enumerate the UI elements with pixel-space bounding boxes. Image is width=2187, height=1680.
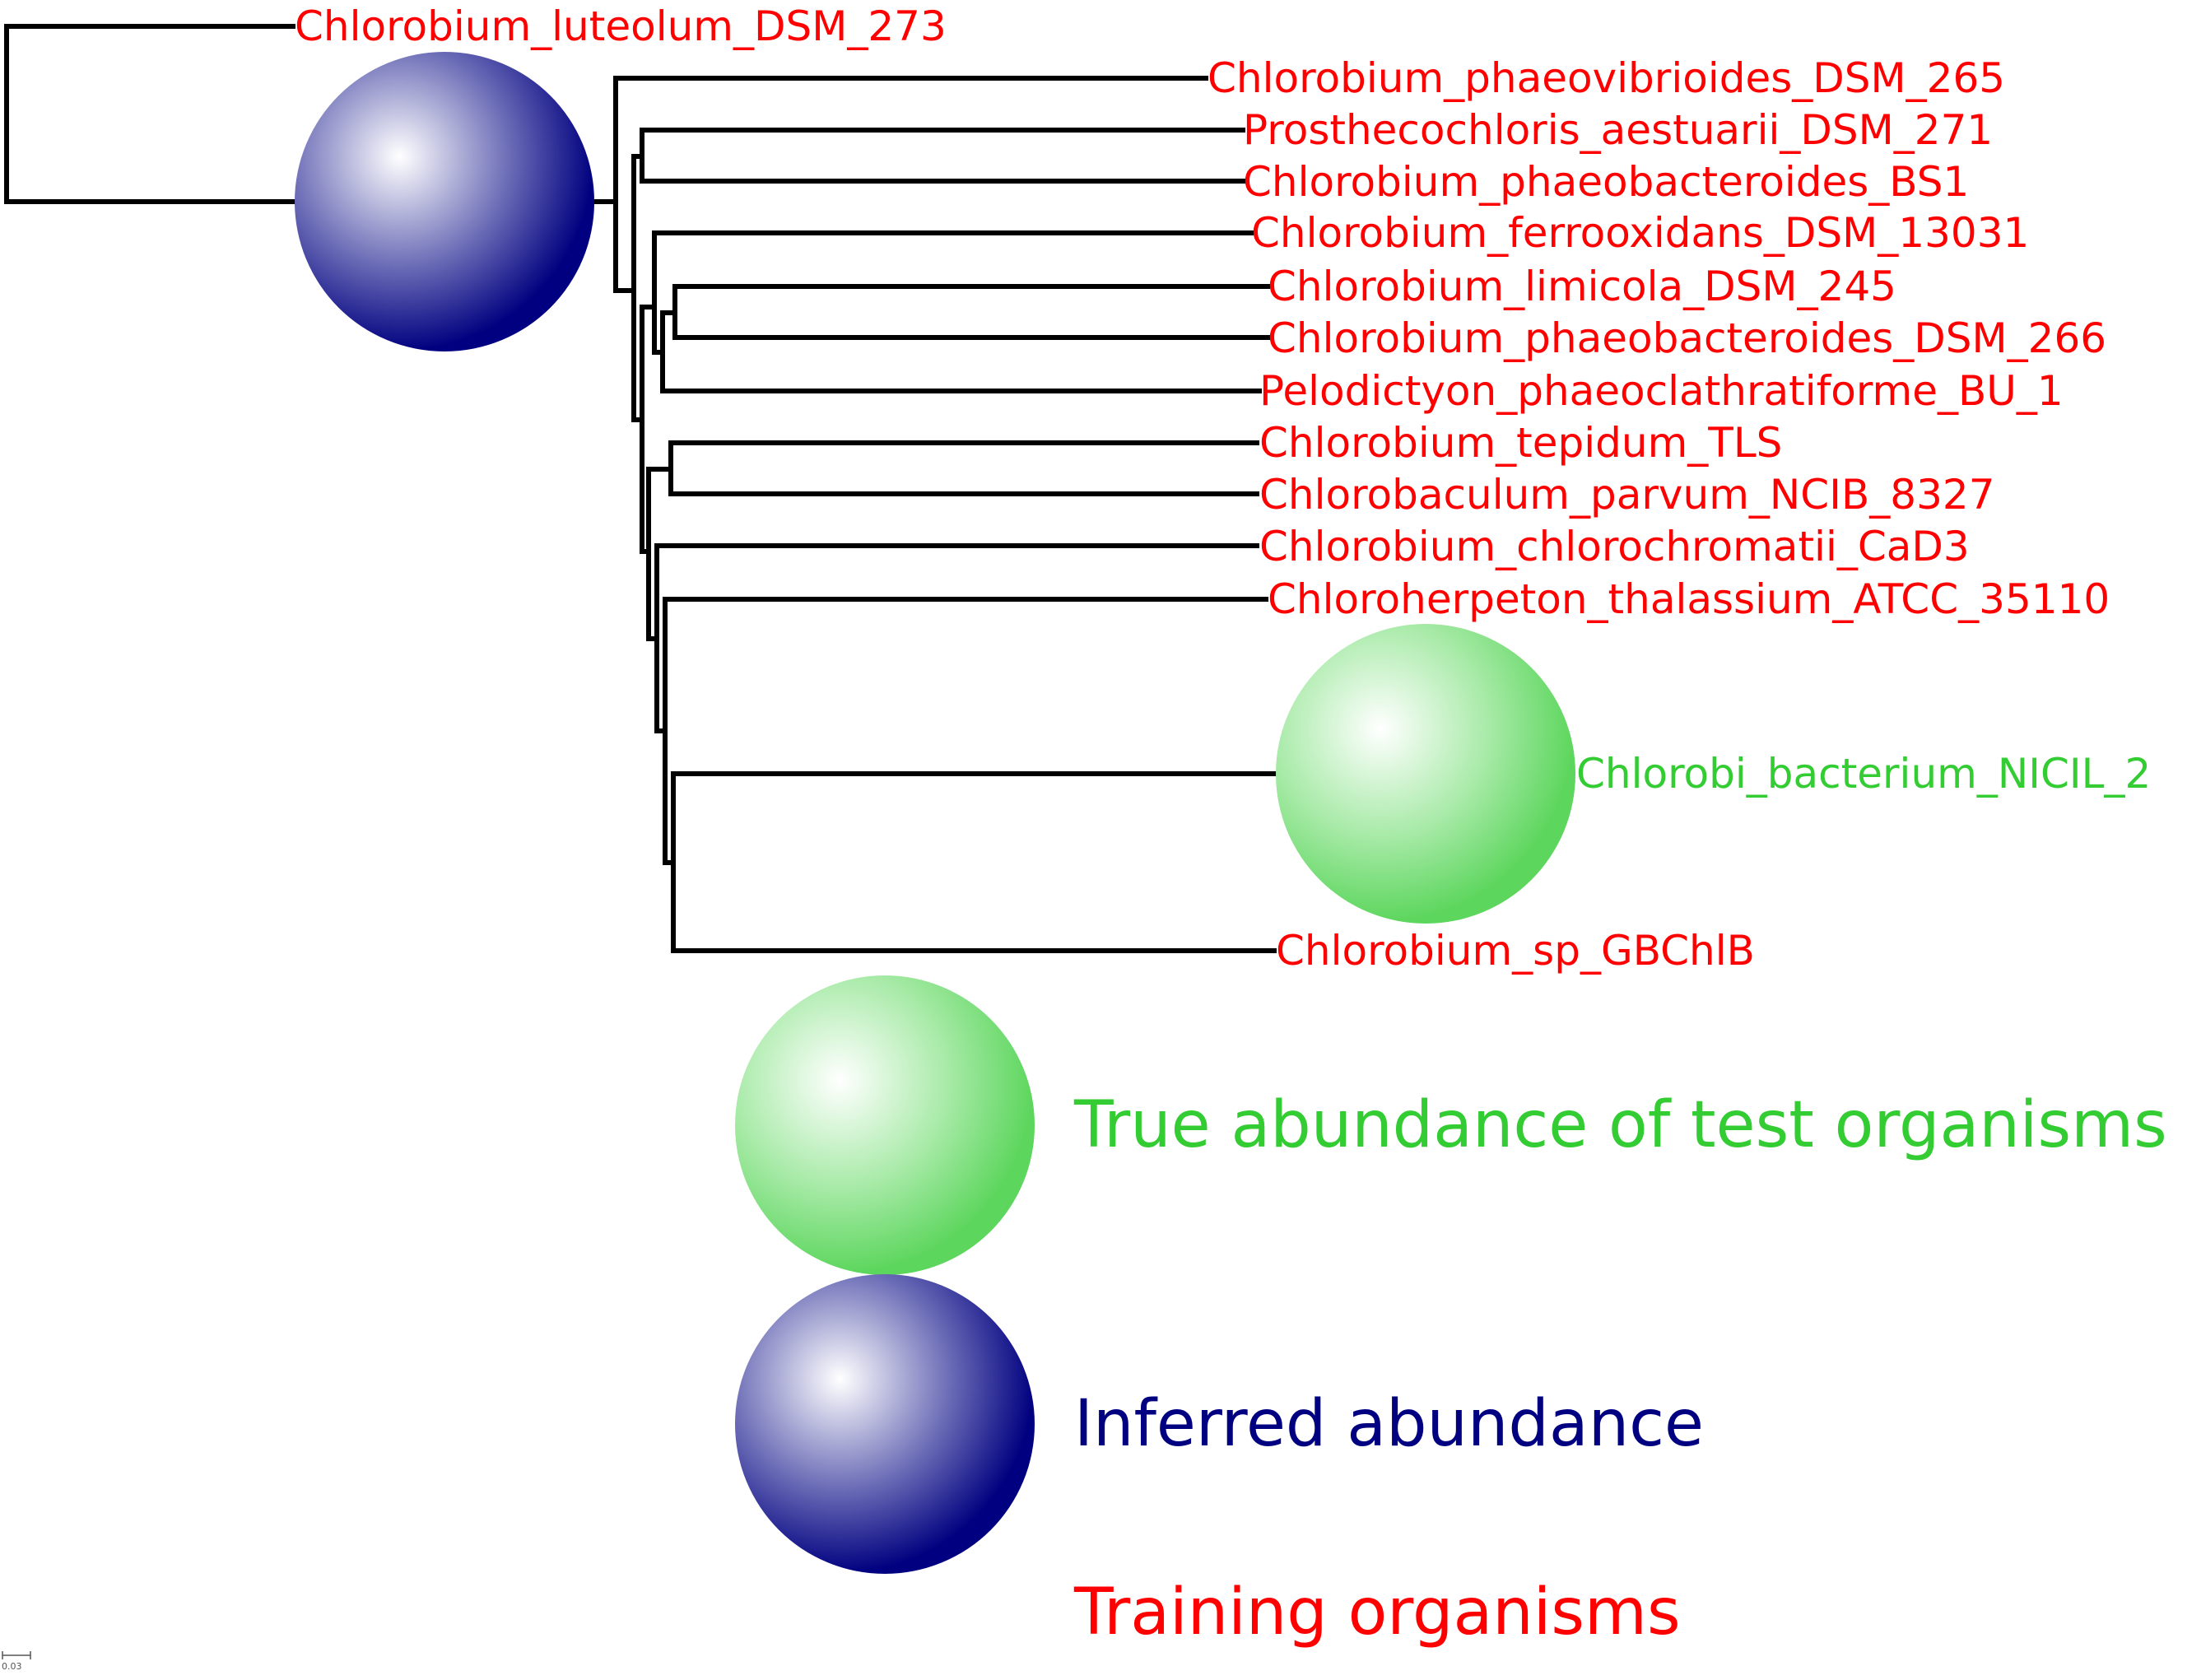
leaf-label-tepidum: Chlorobium_tepidum_TLS	[1259, 419, 1782, 467]
leaf-label-pelodictyon: Pelodictyon_phaeoclathratiforme_BU_1	[1259, 367, 2064, 415]
legend-inferred-abundance-swatch	[735, 1274, 1035, 1574]
leaf-label-nicil2: Chlorobi_bacterium_NICIL_2	[1576, 750, 2151, 798]
leaf-label-thalassium: Chloroherpeton_thalassium_ATCC_35110	[1268, 575, 2110, 623]
inferred-abundance-marker	[295, 52, 594, 351]
legend-training-label: Training organisms	[1073, 1575, 1681, 1650]
leaf-label-limicola: Chlorobium_limicola_DSM_245	[1268, 263, 1896, 310]
scale-bar-label: 0.03	[2, 1661, 22, 1672]
leaf-label-luteolum: Chlorobium_luteolum_DSM_273	[295, 2, 947, 50]
leaf-label-parvum: Chlorobaculum_parvum_NCIB_8327	[1259, 471, 1995, 519]
leaf-label-phaeovibrioides: Chlorobium_phaeovibrioides_DSM_265	[1208, 54, 2005, 102]
leaf-label-ferrooxidans: Chlorobium_ferrooxidans_DSM_13031	[1251, 209, 2029, 257]
leaf-label-chlorochromatii: Chlorobium_chlorochromatii_CaD3	[1259, 523, 1970, 570]
legend-true-abundance-swatch	[735, 975, 1035, 1275]
leaf-label-gbchlb: Chlorobium_sp_GBChlB	[1276, 927, 1755, 975]
scale-bar-line	[2, 1651, 31, 1659]
leaf-labels: Chlorobium_luteolum_DSM_273 Chlorobium_p…	[295, 2, 2151, 975]
leaf-label-phaeobacteroides-dsm266: Chlorobium_phaeobacteroides_DSM_266	[1268, 314, 2106, 362]
true-abundance-marker	[1276, 624, 1575, 924]
legend: True abundance of test organisms Inferre…	[735, 975, 2167, 1650]
legend-true-abundance-label: True abundance of test organisms	[1073, 1088, 2167, 1162]
leaf-label-phaeobacteroides-bs1: Chlorobium_phaeobacteroides_BS1	[1243, 158, 1969, 206]
legend-inferred-abundance-label: Inferred abundance	[1074, 1387, 1704, 1461]
tree-branches	[4, 24, 1278, 953]
scale-bar: 0.03	[2, 1651, 31, 1672]
leaf-label-aestuarii: Prosthecochloris_aestuarii_DSM_271	[1243, 106, 1993, 154]
